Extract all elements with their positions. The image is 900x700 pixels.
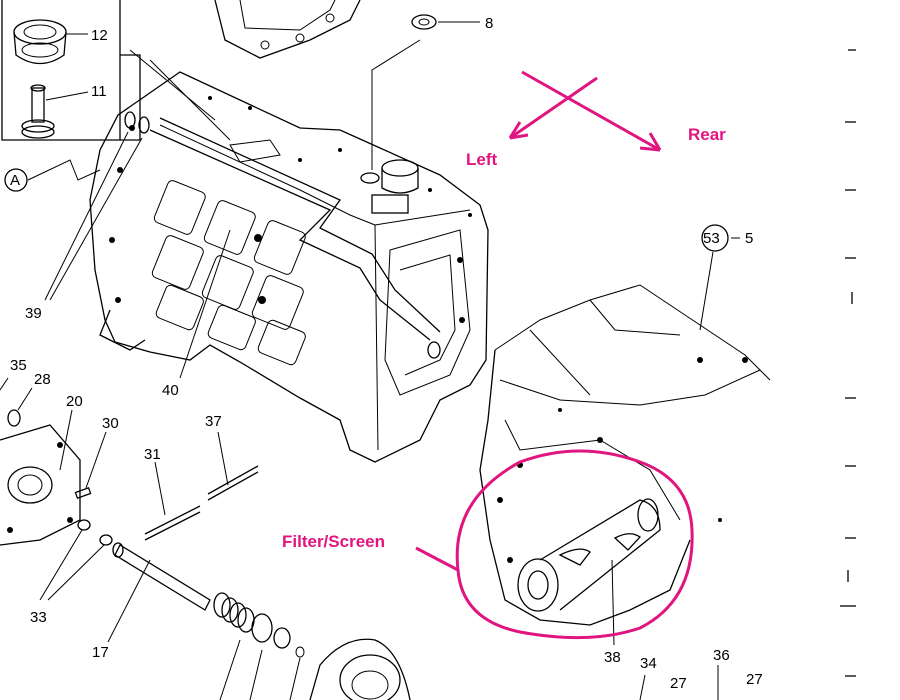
callout-17: 17 bbox=[92, 644, 109, 661]
callout-27a: 27 bbox=[670, 675, 687, 692]
transmission-housing bbox=[89, 71, 489, 463]
filter-pointer-line bbox=[415, 546, 459, 572]
filter-screen-label: Filter/Screen bbox=[282, 532, 385, 551]
pump-cover-20 bbox=[0, 409, 81, 546]
callout-33: 33 bbox=[30, 609, 47, 626]
left-label: Left bbox=[466, 150, 498, 169]
rear-label: Rear bbox=[688, 125, 726, 144]
callout-53-circle bbox=[701, 224, 729, 252]
part-30-pin bbox=[74, 431, 107, 500]
callout-a: A bbox=[10, 172, 20, 189]
callout-12: 12 bbox=[91, 27, 108, 44]
callout-30: 30 bbox=[102, 415, 119, 432]
margin-ticks bbox=[840, 49, 856, 677]
breather bbox=[360, 159, 419, 214]
part-39-orings bbox=[44, 111, 150, 301]
callout-5: 5 bbox=[745, 230, 753, 247]
part-31-rod bbox=[144, 461, 201, 541]
callout-31: 31 bbox=[144, 446, 161, 463]
part-38-filter-screen bbox=[517, 498, 661, 612]
callout-8: 8 bbox=[485, 15, 493, 32]
filter-highlight-circle bbox=[455, 449, 694, 640]
callout-38: 38 bbox=[604, 649, 621, 666]
callout-11: 11 bbox=[91, 83, 107, 100]
callout-36: 36 bbox=[713, 647, 730, 664]
inset-box bbox=[1, 0, 141, 141]
part-37-rod bbox=[207, 431, 259, 501]
part-12-cup bbox=[13, 19, 67, 65]
part-33-washers bbox=[39, 519, 113, 601]
top-cover bbox=[129, 0, 361, 141]
callout-a-circle bbox=[4, 168, 28, 192]
bottom-flange bbox=[309, 638, 411, 700]
callout-20: 20 bbox=[66, 393, 83, 410]
rear-housing bbox=[479, 284, 771, 626]
part-28-ring bbox=[7, 387, 33, 427]
part-17-shaft bbox=[107, 542, 305, 700]
callout-40: 40 bbox=[162, 382, 179, 399]
callout-27b: 27 bbox=[746, 671, 763, 688]
callout-35: 35 bbox=[10, 357, 27, 374]
direction-arrows bbox=[508, 70, 662, 152]
callout-53: 53 bbox=[703, 230, 720, 247]
part-8-washer bbox=[371, 14, 480, 170]
callout-34: 34 bbox=[640, 655, 657, 672]
callout-28: 28 bbox=[34, 371, 51, 388]
callout-37: 37 bbox=[205, 413, 222, 430]
part-11-pin bbox=[21, 84, 55, 139]
callout-39: 39 bbox=[25, 305, 42, 322]
